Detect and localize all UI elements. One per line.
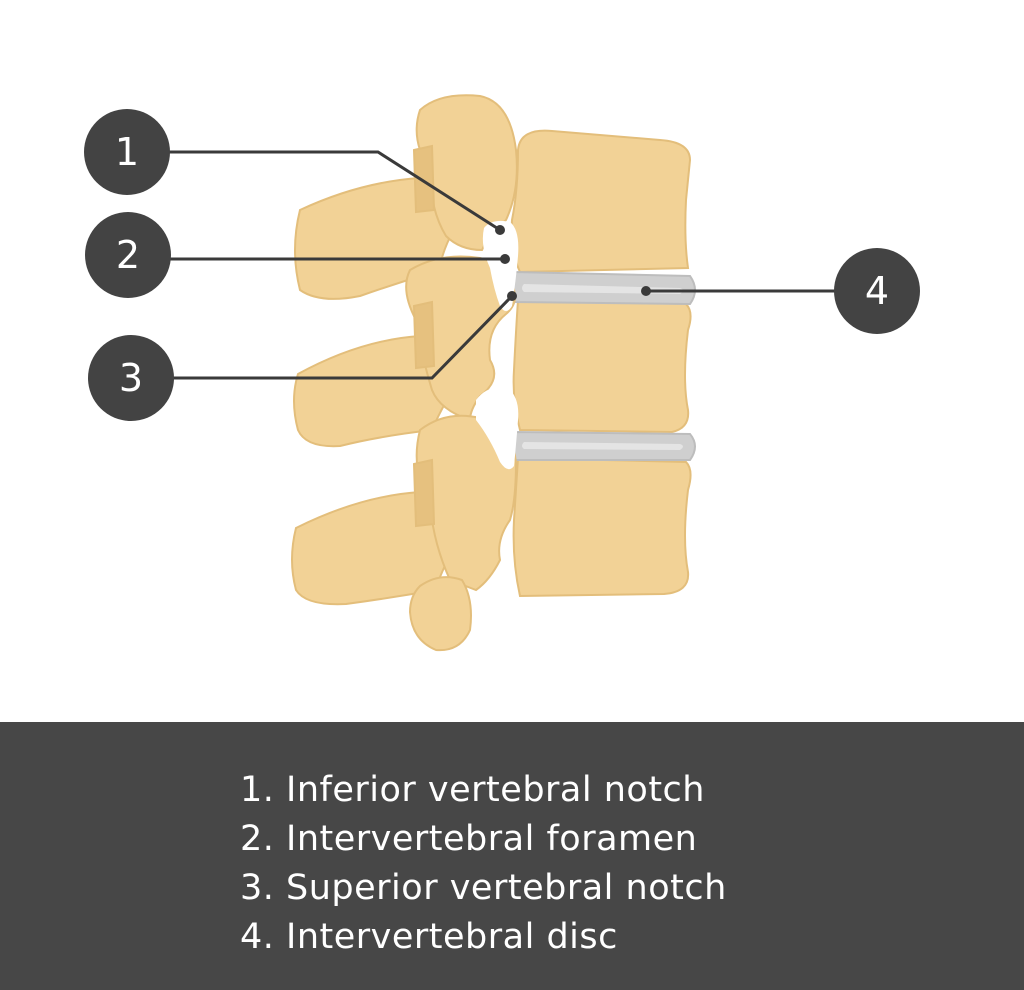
badge-4-number: 4 <box>865 269 889 313</box>
vertebral-body-lower <box>512 456 692 598</box>
legend-panel: 1. Inferior vertebral notch 2. Intervert… <box>0 722 1024 990</box>
legend-list: 1. Inferior vertebral notch 2. Intervert… <box>240 766 727 962</box>
badge-3: 3 <box>88 335 174 421</box>
leader-line-dot-icon <box>507 291 517 301</box>
leader-line-dots <box>495 225 651 301</box>
leader-line-1 <box>168 150 501 232</box>
badge-2-number: 2 <box>116 233 140 277</box>
badge-1: 1 <box>84 109 170 195</box>
legend-item: 3. Superior vertebral notch <box>240 868 727 908</box>
intervertebral-disc-upper <box>509 270 696 306</box>
number-badge-icon <box>88 335 174 421</box>
number-badge-icon <box>834 248 920 334</box>
intervertebral-disc-lower <box>509 430 696 461</box>
leader-line-dot-icon <box>495 225 505 235</box>
leader-line-dot-icon <box>500 254 510 264</box>
leader-line-3 <box>172 294 514 380</box>
vertebral-body-middle <box>512 298 692 434</box>
leader-line-dot-icon <box>641 286 651 296</box>
spinous-process-lower <box>408 576 472 652</box>
legend-item: 1. Inferior vertebral notch <box>240 770 705 810</box>
badge-3-number: 3 <box>119 356 143 400</box>
number-badge-icon <box>84 109 170 195</box>
lower-foramen-gap <box>476 387 519 470</box>
vertebral-body-upper <box>510 129 692 274</box>
legend-item: 2. Intervertebral foramen <box>240 819 698 859</box>
badge-4: 4 <box>834 248 920 334</box>
spine-diagram: 1 2 3 4 <box>84 94 920 652</box>
lumbar-vertebrae-illustration <box>291 94 696 652</box>
badge-1-number: 1 <box>115 130 139 174</box>
superior-articular-process-middle <box>412 300 436 370</box>
superior-articular-process-upper <box>412 144 436 214</box>
badge-2: 2 <box>85 212 171 298</box>
number-badge-icon <box>85 212 171 298</box>
leader-lines <box>168 150 836 380</box>
superior-articular-process-lower <box>412 458 436 528</box>
legend-item: 4. Intervertebral disc <box>240 917 618 957</box>
intervertebral-foramen-gap <box>482 220 519 311</box>
